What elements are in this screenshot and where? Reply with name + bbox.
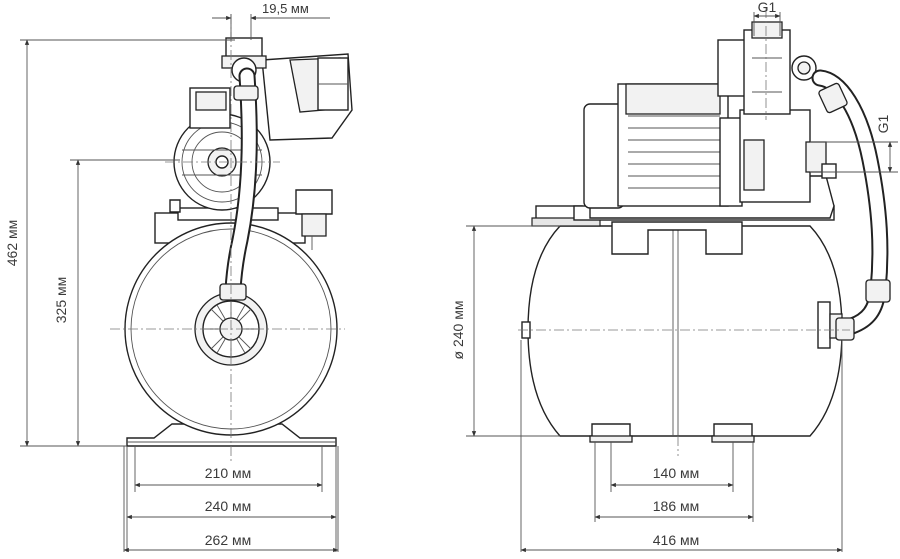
front-dim-foot-spacing-label: 210 мм	[205, 465, 252, 481]
front-view: 19,5 мм 462 мм 325 мм 210 мм	[4, 1, 353, 553]
front-dim-top-offset: 19,5 мм	[212, 1, 330, 40]
front-dim-axis-height-label: 325 мм	[53, 277, 69, 324]
front-dim-tank-width-label: 262 мм	[205, 532, 252, 548]
side-dim-outlet-thread-label: G1	[758, 0, 777, 15]
side-dim-outlet-thread: G1	[753, 0, 781, 36]
side-dim-tank-diameter: ø 240 мм	[450, 225, 560, 437]
side-view: G1 G1 ø 240 мм 140 мм 186 мм	[450, 0, 898, 553]
side-dim-bottom: 140 мм 186 мм 416 мм	[520, 340, 843, 553]
front-dim-bottom: 210 мм 240 мм 262 мм	[123, 446, 339, 553]
side-dim-total-length-label: 416 мм	[653, 532, 700, 548]
front-hose	[219, 67, 259, 301]
front-dim-total-height: 462 мм	[4, 39, 235, 447]
side-dim-inlet-thread: G1	[810, 114, 898, 173]
side-pump-motor	[573, 21, 837, 221]
side-hose	[811, 69, 891, 341]
front-dim-top-offset-label: 19,5 мм	[262, 1, 309, 16]
front-dim-axis-height: 325 мм	[53, 159, 180, 447]
front-pump	[169, 37, 353, 250]
side-dim-foot-spacing-label: 140 мм	[653, 465, 700, 481]
side-dim-base-length-label: 186 мм	[653, 498, 700, 514]
side-tank	[521, 205, 843, 443]
side-dim-tank-diameter-label: ø 240 мм	[450, 301, 466, 360]
front-dim-total-height-label: 462 мм	[4, 220, 20, 267]
side-dim-inlet-thread-label: G1	[875, 114, 891, 133]
front-dim-base-width-label: 240 мм	[205, 498, 252, 514]
